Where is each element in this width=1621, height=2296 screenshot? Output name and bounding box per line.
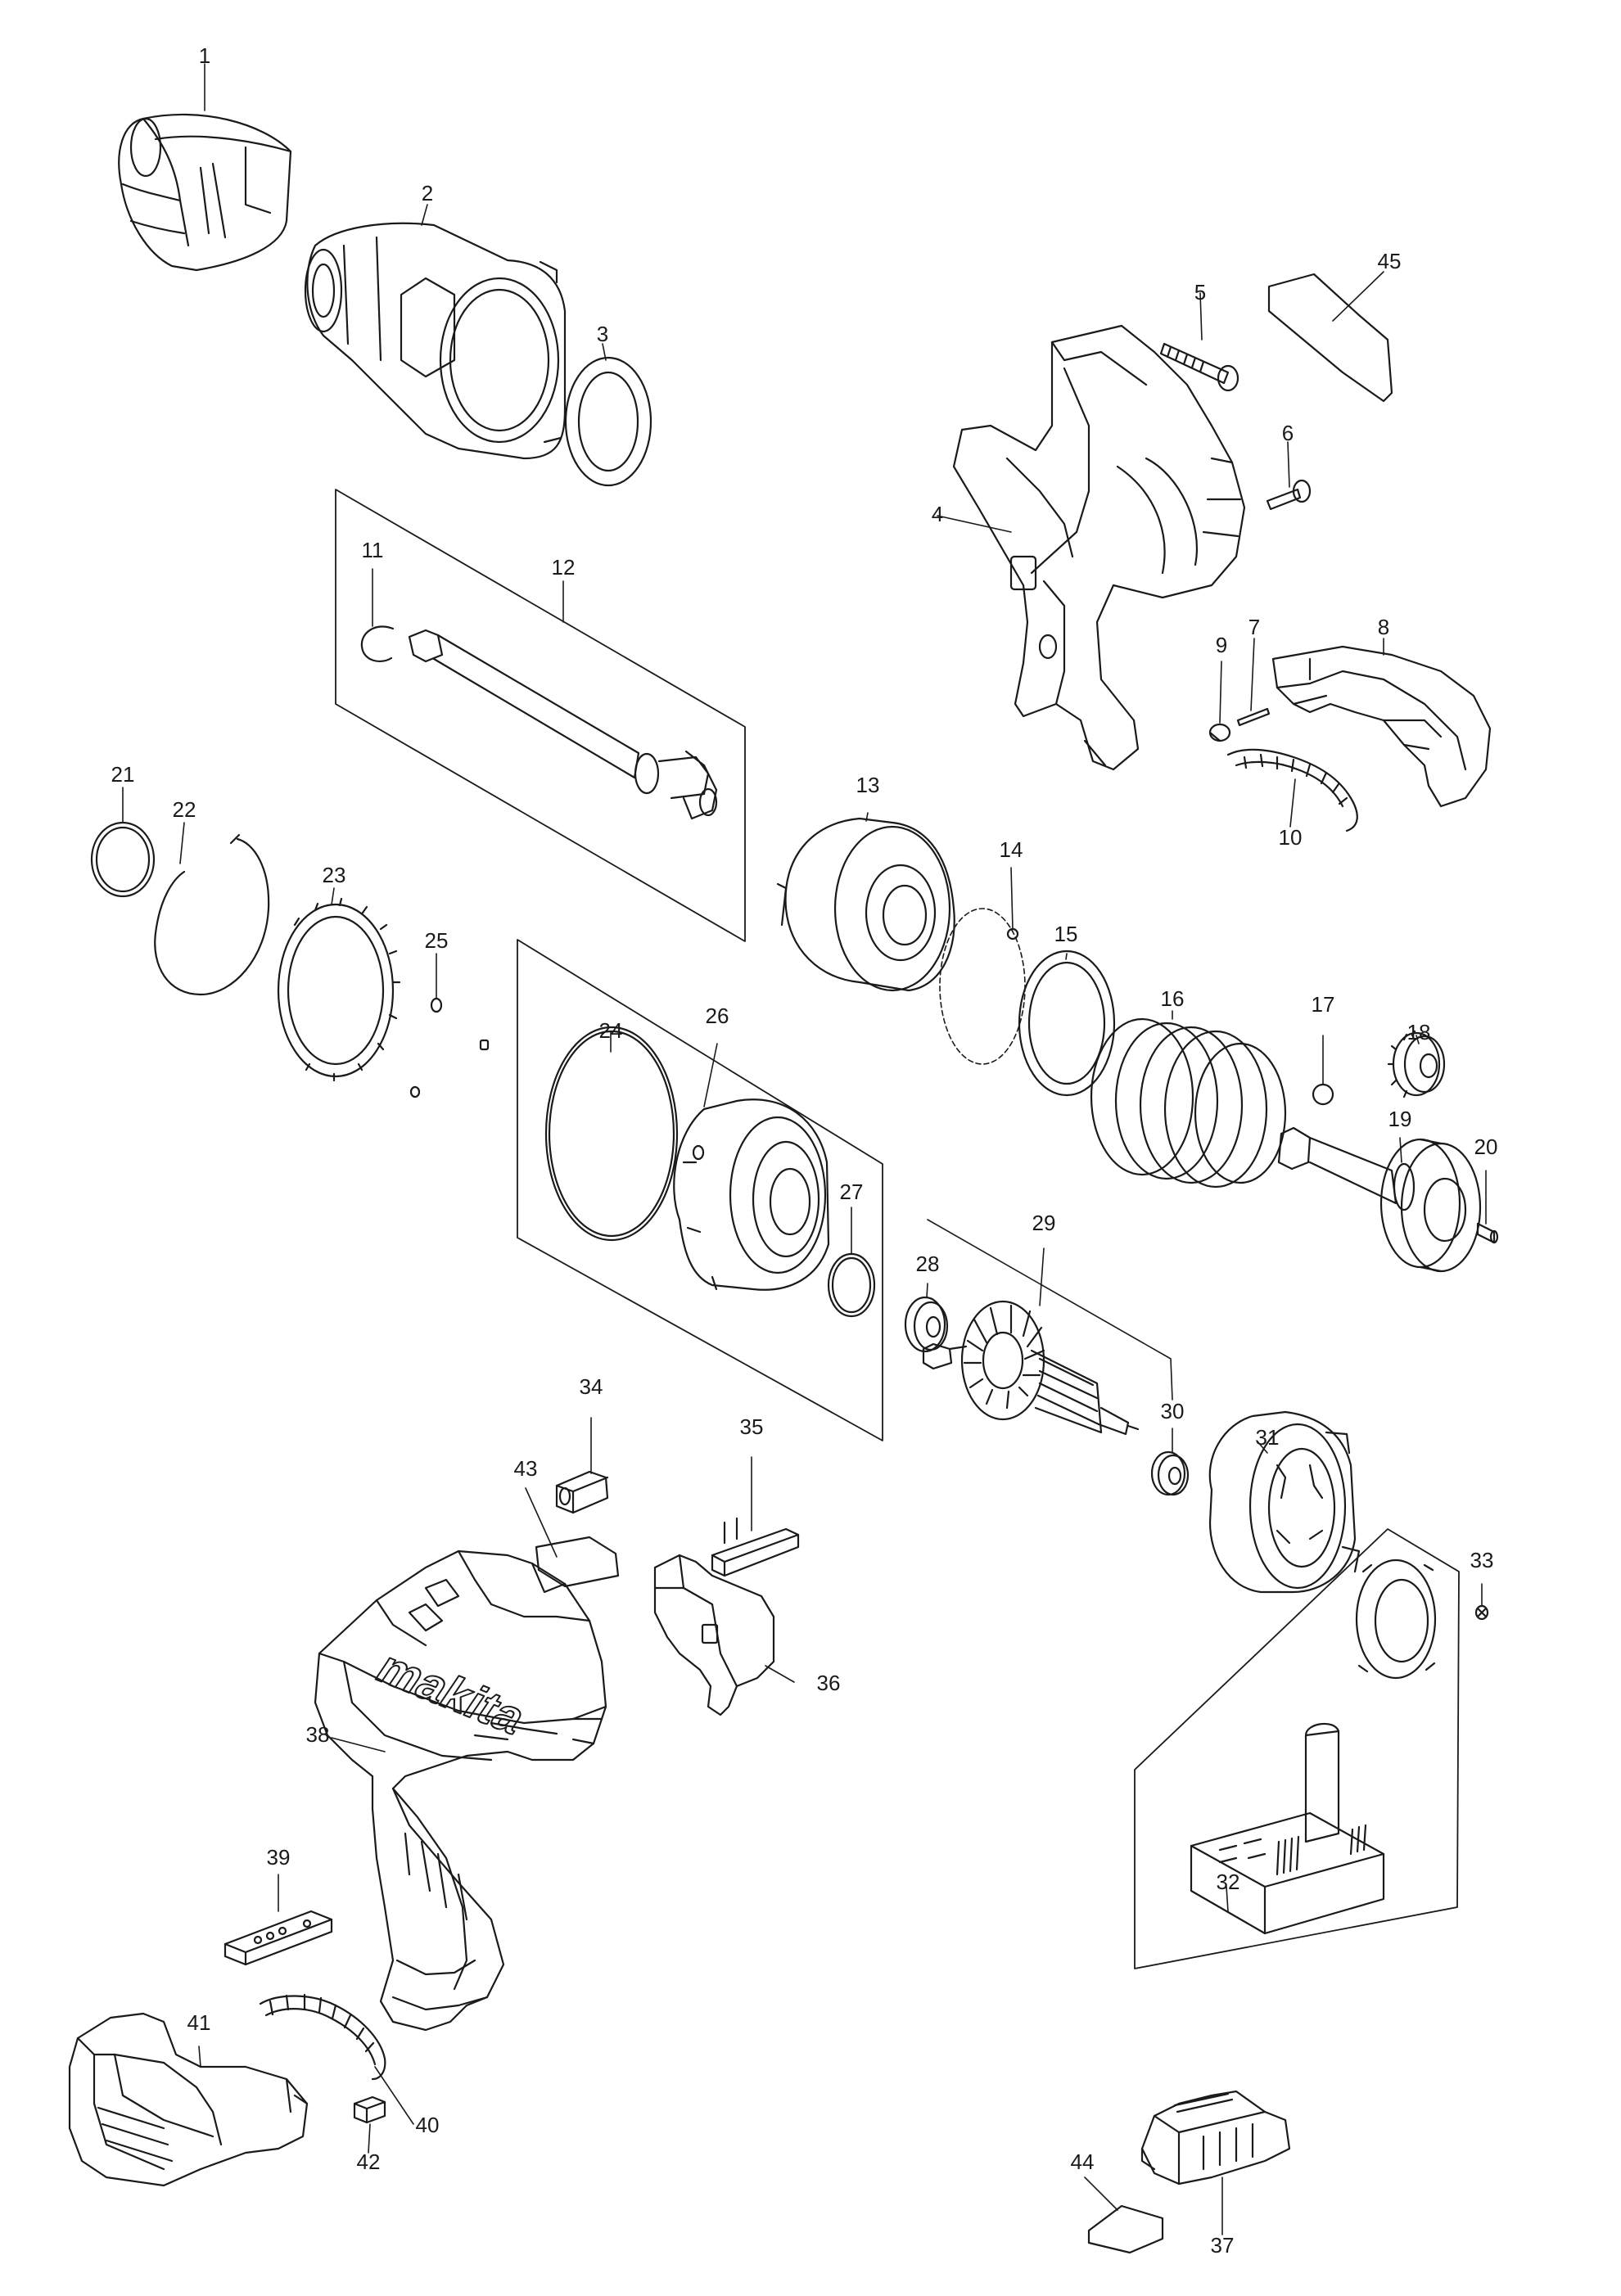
part-12-anvil xyxy=(408,629,718,820)
part-21-o-ring xyxy=(90,821,156,898)
part-45-label xyxy=(1267,273,1393,403)
label-2: 2 xyxy=(422,181,433,205)
part-3-washer xyxy=(564,356,652,487)
part-30-ball-bearing xyxy=(1150,1450,1190,1496)
part-40-lead-wire xyxy=(259,1993,386,2081)
leader-lines xyxy=(122,63,1487,2235)
label-6: 6 xyxy=(1282,421,1294,445)
label-24: 24 xyxy=(599,1018,623,1043)
part-41-rear-cover xyxy=(68,2012,309,2187)
part-32-controller xyxy=(1190,1722,1385,1935)
label-17: 17 xyxy=(1312,992,1335,1017)
label-21: 21 xyxy=(111,762,135,787)
part-31-stator xyxy=(1208,1410,1361,1594)
label-29: 29 xyxy=(1032,1211,1056,1235)
part-19-spindle xyxy=(1277,1126,1482,1273)
part-7-pin xyxy=(1236,707,1271,727)
part-44-sheet xyxy=(1087,2204,1164,2254)
label-45: 45 xyxy=(1378,249,1402,273)
label-14: 14 xyxy=(1000,837,1023,862)
label-44: 44 xyxy=(1071,2149,1095,2174)
label-4: 4 xyxy=(932,502,943,526)
label-41: 41 xyxy=(187,2010,211,2035)
part-37-terminal xyxy=(1140,2090,1291,2185)
brand-logo-text: makita xyxy=(367,1642,536,1743)
label-3: 3 xyxy=(597,322,608,346)
label-34: 34 xyxy=(580,1374,603,1399)
label-7: 7 xyxy=(1248,615,1260,639)
label-12: 12 xyxy=(552,555,576,580)
part-labels: 1 2 3 4 5 6 7 8 9 10 11 12 13 14 15 16 1… xyxy=(111,43,1498,2258)
part-1-front-cover xyxy=(118,113,292,272)
label-33: 33 xyxy=(1470,1548,1494,1572)
frame-controller-assembly xyxy=(1134,1528,1460,1969)
part-33-screw xyxy=(1474,1604,1489,1621)
label-16: 16 xyxy=(1161,986,1185,1011)
part-16-compression-spring xyxy=(1090,1017,1287,1189)
label-32: 32 xyxy=(1217,1870,1240,1894)
part-42-clip xyxy=(353,2095,386,2124)
label-31: 31 xyxy=(1256,1425,1280,1450)
part-18-gear xyxy=(1387,1030,1446,1098)
label-25: 25 xyxy=(425,928,449,953)
part-6-screw xyxy=(1266,479,1312,511)
label-9: 9 xyxy=(1216,633,1227,657)
part-23-ring-gear xyxy=(277,897,401,1082)
label-22: 22 xyxy=(173,797,196,822)
frame-hammer-case-assembly xyxy=(517,939,883,1441)
part-13-hammer xyxy=(776,817,955,992)
part-5-screw xyxy=(1159,342,1239,392)
part-43-sheet xyxy=(535,1536,620,1588)
part-27-o-ring xyxy=(827,1252,876,1318)
part-34-holder xyxy=(555,1470,609,1514)
label-26: 26 xyxy=(706,1004,729,1028)
part-22-ring-spring xyxy=(154,833,270,996)
part-39-switch-cover xyxy=(224,1910,333,1966)
label-30: 30 xyxy=(1161,1399,1185,1423)
label-37: 37 xyxy=(1211,2233,1235,2258)
part-35-led-circuit xyxy=(711,1517,800,1577)
label-10: 10 xyxy=(1279,825,1303,850)
part-11-retaining-ring xyxy=(360,625,395,662)
part-10-lead-wire xyxy=(1226,748,1358,832)
part-38-housing-set: makita xyxy=(314,1549,607,2032)
label-40: 40 xyxy=(416,2113,440,2137)
label-42: 42 xyxy=(357,2149,381,2174)
label-13: 13 xyxy=(856,773,880,797)
label-39: 39 xyxy=(267,1845,291,1870)
part-15-washer xyxy=(1018,950,1116,1097)
label-35: 35 xyxy=(740,1414,764,1439)
label-43: 43 xyxy=(514,1456,538,1481)
part-29-rotor xyxy=(922,1300,1140,1436)
label-38: 38 xyxy=(306,1722,330,1747)
label-18: 18 xyxy=(1407,1020,1431,1044)
label-20: 20 xyxy=(1474,1134,1498,1159)
part-20-pin xyxy=(1476,1222,1499,1244)
label-8: 8 xyxy=(1378,615,1389,639)
part-25-spacers xyxy=(409,997,490,1098)
label-23: 23 xyxy=(323,863,346,887)
label-1: 1 xyxy=(199,43,210,68)
part-28-ball-bearing xyxy=(904,1296,949,1353)
label-19: 19 xyxy=(1388,1107,1412,1131)
part-4-housing xyxy=(952,324,1246,771)
part-17-steel-ball xyxy=(1312,1083,1334,1106)
frame-anvil-assembly xyxy=(335,489,746,942)
part-8-rear-cover xyxy=(1271,645,1492,808)
label-36: 36 xyxy=(817,1671,841,1695)
label-5: 5 xyxy=(1194,280,1206,304)
label-28: 28 xyxy=(916,1252,940,1276)
part-2-hammer-case xyxy=(304,222,567,460)
part-24-o-ring xyxy=(544,1026,679,1242)
label-15: 15 xyxy=(1054,922,1078,946)
part-14-steel-ball xyxy=(939,908,1026,1065)
part-26-gear-housing xyxy=(673,1098,830,1291)
sensor-plate xyxy=(1355,1558,1437,1680)
part-9-bushing xyxy=(1208,723,1231,742)
part-36-switch xyxy=(653,1554,775,1716)
label-11: 11 xyxy=(362,538,384,562)
label-27: 27 xyxy=(840,1180,864,1204)
